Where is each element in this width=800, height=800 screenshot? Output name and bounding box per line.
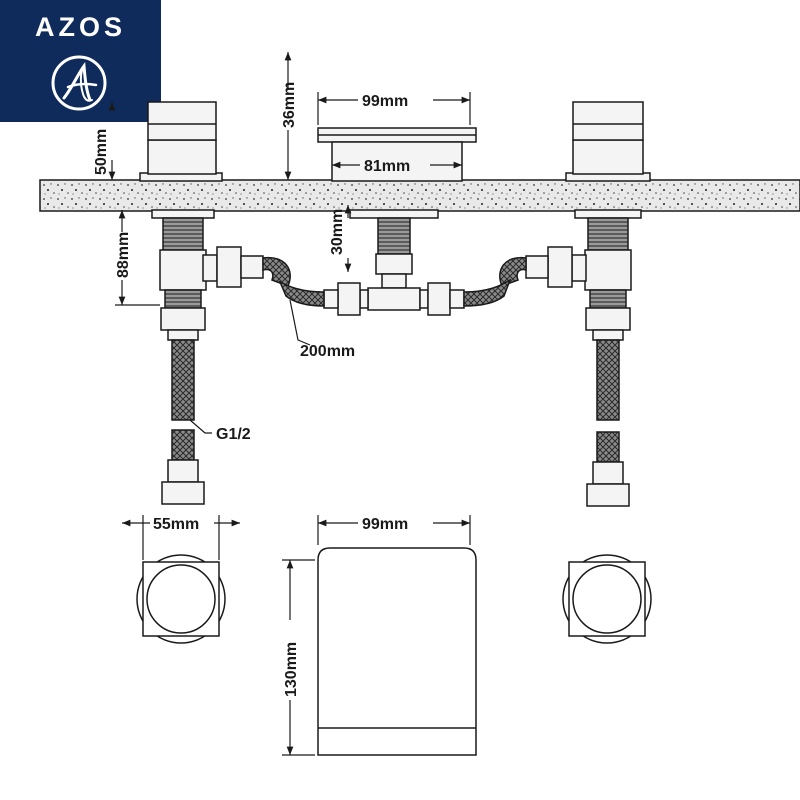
valve-depth-label: 88mm	[115, 232, 132, 278]
script-a-logo-icon	[51, 55, 107, 111]
spout-height-label: 36mm	[281, 82, 298, 128]
countertop	[39, 179, 800, 212]
right-valve-assembly	[499, 209, 642, 507]
right-handle-plan	[562, 554, 652, 644]
spout-shank-depth-label: 30mm	[329, 209, 346, 255]
spout-top-width-label: 99mm	[362, 93, 408, 110]
brand-logo: AZOS	[0, 0, 161, 122]
handle-diameter-label: 55mm	[153, 516, 199, 533]
spout-base-width-label: 81mm	[364, 158, 410, 175]
connector-hose-length-label: 200mm	[300, 343, 355, 360]
inlet-thread-label: G1/2	[216, 426, 251, 443]
brand-name: AZOS	[34, 12, 126, 42]
dimension-lines	[108, 52, 471, 756]
right-handle	[565, 101, 651, 182]
left-valve-assembly	[151, 209, 291, 505]
handle-height-label: 50mm	[93, 129, 110, 175]
spout-plan-length-label: 130mm	[283, 642, 300, 697]
spout-plan	[317, 547, 477, 756]
waterfall-spout	[317, 127, 477, 182]
spout-tee-assembly	[278, 209, 512, 316]
spout-plan-width-label: 99mm	[362, 516, 408, 533]
left-handle	[139, 101, 223, 182]
left-handle-plan	[136, 554, 226, 644]
